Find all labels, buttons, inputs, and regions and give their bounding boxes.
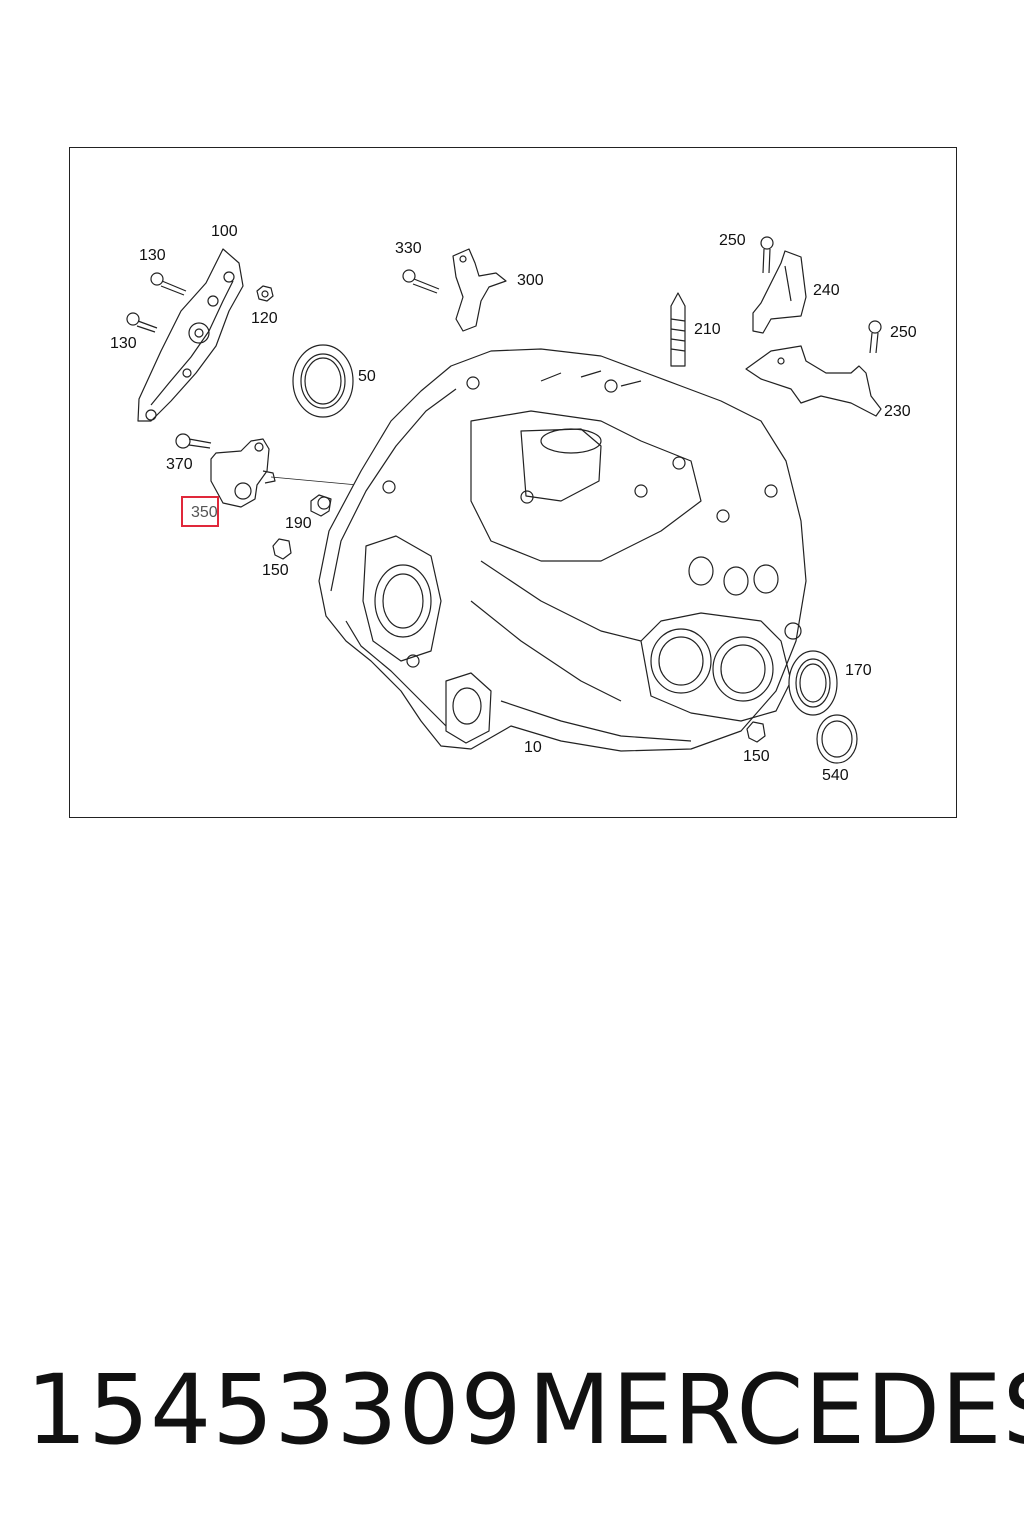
callout-label-210[interactable]: 210 [694,321,721,338]
seal-50[interactable] [292,344,354,418]
plug-150-right[interactable] [746,721,766,743]
bolt-250-lower[interactable] [868,320,882,354]
parts-diagram-frame [69,147,957,818]
ring-540[interactable] [816,714,858,764]
transmission-housing-10[interactable] [318,348,807,752]
nut-120[interactable] [256,285,274,302]
callout-label-300[interactable]: 300 [517,272,544,289]
callout-label-150-right[interactable]: 150 [743,748,770,765]
product-footer: 15453309 MERCEDES [0,1362,1024,1472]
callout-label-330[interactable]: 330 [395,240,422,257]
callout-label-130-lower[interactable]: 130 [110,335,137,352]
plug-150-left[interactable] [272,538,292,560]
callout-label-370[interactable]: 370 [166,456,193,473]
bolt-330[interactable] [402,269,440,294]
callout-label-150-left[interactable]: 150 [262,562,289,579]
brand-name: MERCEDES [528,1354,1024,1466]
bolt-130-upper[interactable] [150,272,187,296]
callout-label-190[interactable]: 190 [285,515,312,532]
callout-label-120[interactable]: 120 [251,310,278,327]
bolt-250-upper[interactable] [760,236,774,274]
callout-label-540[interactable]: 540 [822,767,849,784]
callout-label-170[interactable]: 170 [845,662,872,679]
sensor-350[interactable] [210,438,276,508]
highlight-box-350 [181,496,219,527]
callout-label-240[interactable]: 240 [813,282,840,299]
bracket-300[interactable] [452,248,507,332]
bracket-230[interactable] [745,345,882,417]
sleeve-190[interactable] [310,494,332,517]
bolt-130-lower[interactable] [126,312,158,333]
stud-210[interactable] [670,292,686,367]
callout-label-250-lower[interactable]: 250 [890,324,917,341]
callout-label-50[interactable]: 50 [358,368,376,385]
callout-label-10[interactable]: 10 [524,739,542,756]
callout-label-250-upper[interactable]: 250 [719,232,746,249]
callout-label-100[interactable]: 100 [211,223,238,240]
bolt-370[interactable] [175,433,212,449]
clutch-lever-part[interactable] [137,248,244,422]
callout-label-350[interactable]: 350 [191,504,218,521]
callout-label-130-upper[interactable]: 130 [139,247,166,264]
seal-170[interactable] [788,650,838,716]
transmission-exploded-view [126,236,882,764]
part-number: 15453309 [26,1354,523,1466]
callout-label-230[interactable]: 230 [884,403,911,420]
bracket-240[interactable] [752,250,807,334]
